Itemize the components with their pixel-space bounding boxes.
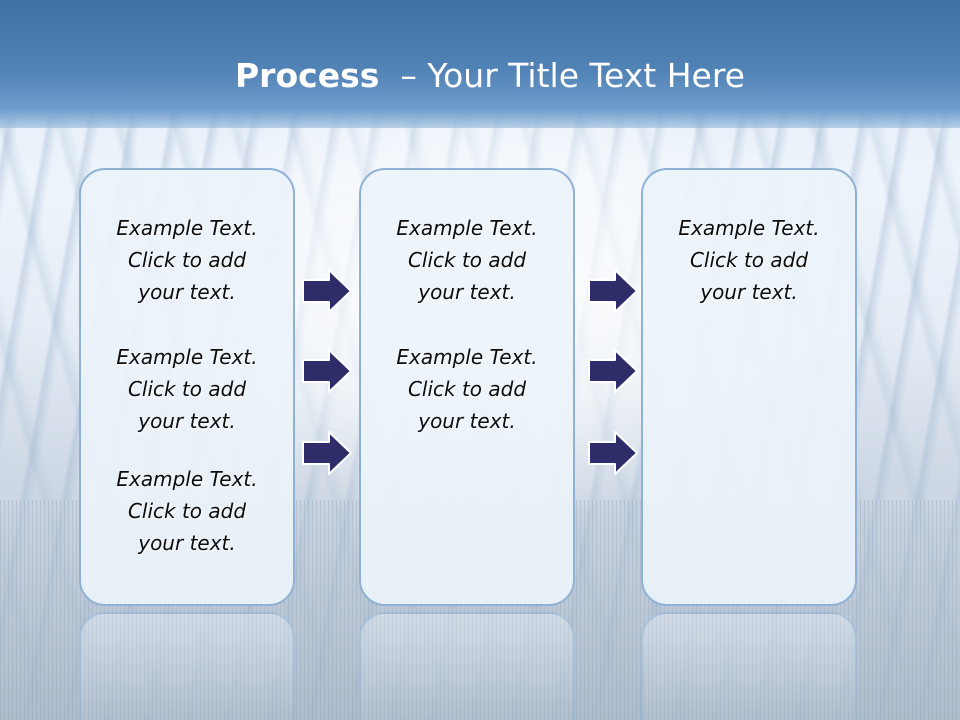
process-box-3[interactable]: Example Text. Click to add your text. [641,168,857,606]
text-line: your text. [418,409,516,433]
panel-reflection [641,612,857,720]
title-rest: – Your Title Text Here [400,56,745,95]
text-line: Click to add [127,248,247,272]
right-arrow-icon[interactable] [301,268,353,314]
panel-reflection [359,612,575,720]
text-line: Example Text. [116,467,258,491]
text-line: Example Text. [678,216,820,240]
text-line: Example Text. [116,216,258,240]
right-arrow-icon[interactable] [301,430,353,476]
process-box-1[interactable]: Example Text. Click to add your text. Ex… [79,168,295,606]
text-line: your text. [138,280,236,304]
text-placeholder[interactable]: Example Text. Click to add your text. [81,341,293,437]
process-box-2[interactable]: Example Text. Click to add your text. Ex… [359,168,575,606]
text-line: your text. [700,280,798,304]
text-placeholder[interactable]: Example Text. Click to add your text. [361,212,573,308]
text-line: Click to add [127,499,247,523]
right-arrow-icon[interactable] [301,348,353,394]
text-placeholder[interactable]: Example Text. Click to add your text. [81,212,293,308]
text-line: Click to add [407,248,527,272]
text-line: Click to add [689,248,809,272]
slide-title[interactable]: Process – Your Title Text Here [0,56,960,96]
title-bold: Process [235,56,380,95]
text-line: Example Text. [396,216,538,240]
text-line: Click to add [127,377,247,401]
text-line: Click to add [407,377,527,401]
panel-reflection [79,612,295,720]
text-placeholder[interactable]: Example Text. Click to add your text. [361,341,573,437]
text-line: your text. [418,280,516,304]
text-line: Example Text. [116,345,258,369]
text-line: your text. [138,531,236,555]
right-arrow-icon[interactable] [587,268,639,314]
right-arrow-icon[interactable] [587,348,639,394]
text-line: Example Text. [396,345,538,369]
title-bar [0,0,960,128]
right-arrow-icon[interactable] [587,430,639,476]
text-placeholder[interactable]: Example Text. Click to add your text. [643,212,855,308]
text-line: your text. [138,409,236,433]
text-placeholder[interactable]: Example Text. Click to add your text. [81,463,293,559]
